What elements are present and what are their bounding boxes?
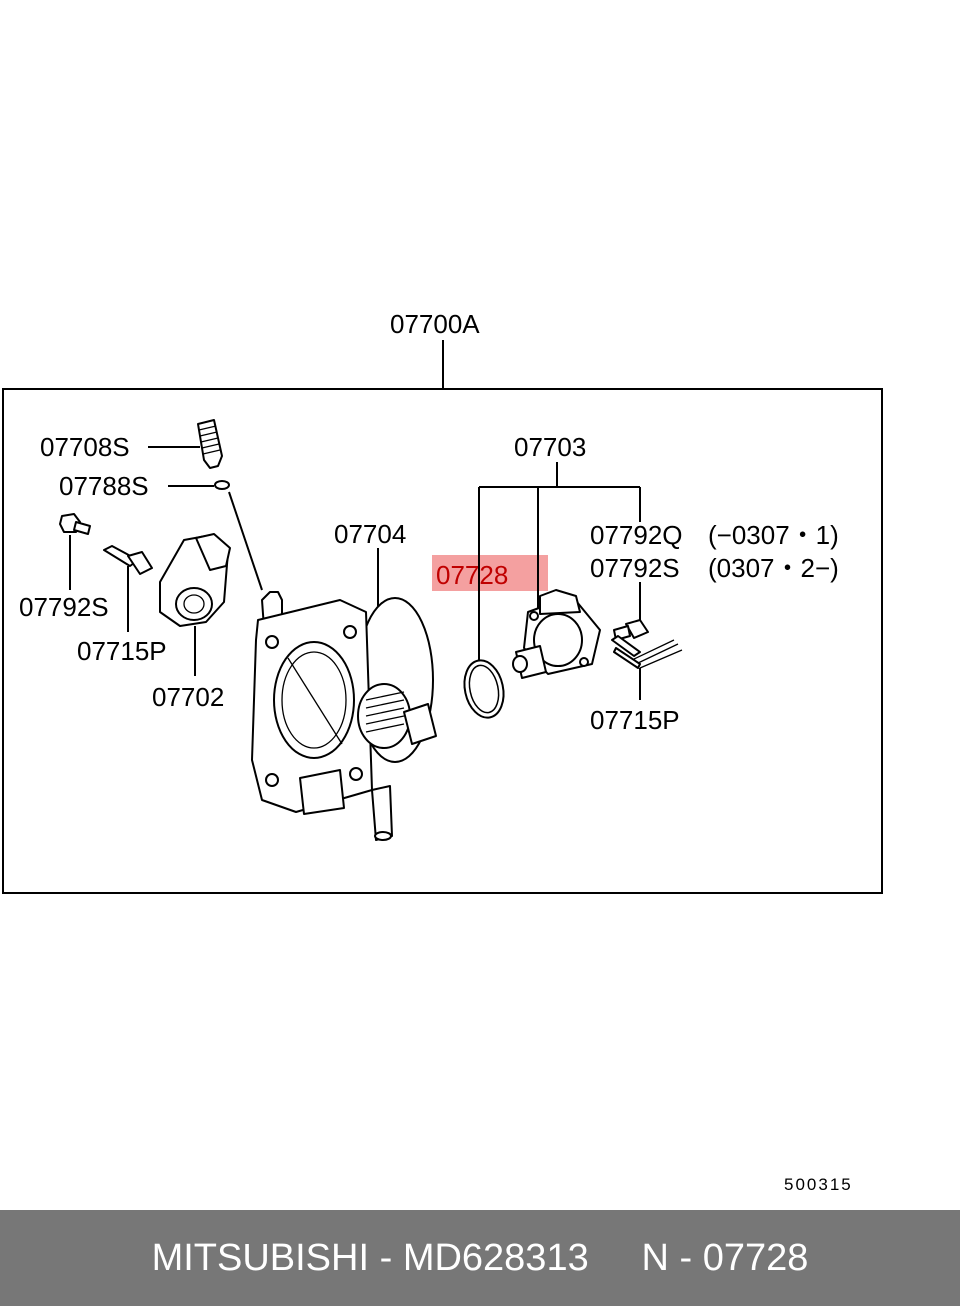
part-07788S-drawing [214, 480, 230, 490]
footer-part-number: MD628313 [402, 1236, 589, 1279]
label-07728-highlighted[interactable]: 07728 [436, 560, 508, 590]
label-07708S[interactable]: 07708S [40, 432, 130, 462]
part-07715P-right-drawing [611, 635, 683, 669]
assembly-label[interactable]: 07700A [390, 309, 480, 339]
label-07792S-range: (0307・2−) [708, 553, 839, 583]
footer-gap-2 [392, 1237, 403, 1280]
label-07792S-left[interactable]: 07792S [19, 592, 109, 622]
part-07792S-left-drawing [59, 513, 91, 535]
part-07792Q-bolt-drawing [613, 619, 649, 641]
label-07788S[interactable]: 07788S [59, 471, 149, 501]
footer-separator-2: - [679, 1236, 693, 1279]
part-07704-throttle-body-drawing [251, 591, 437, 841]
part-07728-oring-drawing [463, 659, 505, 719]
footer-gap-5 [692, 1237, 703, 1280]
part-07702-drawing [159, 533, 231, 627]
image-code: 500315 [784, 1175, 853, 1194]
part-07703-valve-drawing [512, 589, 601, 679]
footer-gap-3 [589, 1237, 642, 1280]
part-07715P-left-drawing [103, 545, 153, 575]
footer-separator-1: - [379, 1236, 393, 1279]
label-07792S-right[interactable]: 07792S [590, 553, 680, 583]
label-07715P-left[interactable]: 07715P [77, 636, 167, 666]
footer-gap-1 [369, 1237, 380, 1280]
parts-diagram: 07700A 07708S 07788S 07792S 07715P 07702 [2, 309, 883, 1194]
footer-gap-4 [669, 1237, 680, 1280]
label-07702[interactable]: 07702 [152, 682, 224, 712]
label-07715P-right[interactable]: 07715P [590, 705, 680, 735]
label-07704[interactable]: 07704 [334, 519, 406, 549]
label-07792Q-range: (−0307・1) [708, 520, 839, 550]
assembly-frame [2, 388, 883, 894]
label-07792Q[interactable]: 07792Q [590, 520, 683, 550]
leader-07788S-to-body [228, 491, 263, 591]
part-07708S-drawing [197, 419, 223, 469]
label-07703[interactable]: 07703 [514, 432, 586, 462]
footer-ref-number: 07728 [702, 1236, 809, 1279]
highlight-box [432, 555, 548, 591]
footer-bar: MITSUBISHI - MD628313 N - 07728 [0, 1210, 960, 1306]
footer-ref-prefix: N [641, 1236, 669, 1279]
footer-brand: MITSUBISHI [151, 1236, 370, 1279]
